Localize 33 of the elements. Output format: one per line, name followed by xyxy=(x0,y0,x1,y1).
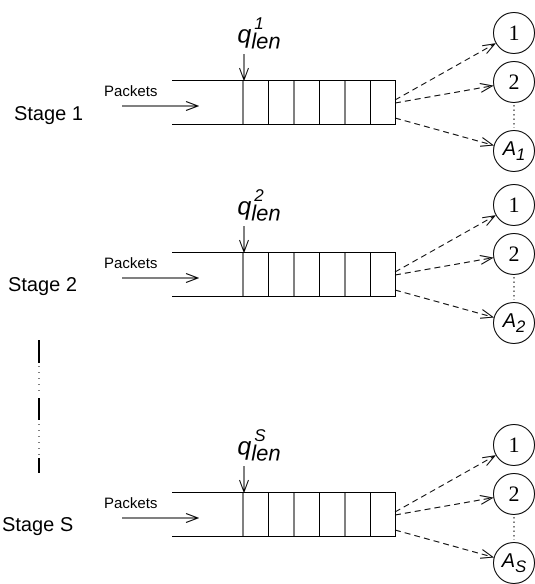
queue-buffer: A$_{S}$ xyxy=(493,542,535,584)
server-circle: 1 xyxy=(493,424,535,466)
queue-buffer: 2 xyxy=(493,233,535,275)
server-circle: A$_{1}$ xyxy=(493,130,535,172)
arrow xyxy=(394,43,496,100)
queue-buffer: 1 xyxy=(493,12,535,54)
arrow xyxy=(394,290,494,319)
arrow xyxy=(394,118,494,147)
arrow xyxy=(122,513,198,523)
edge-label: Packets xyxy=(104,496,158,511)
arrow xyxy=(394,494,493,516)
server-circle: 2 xyxy=(493,61,535,103)
stage-label: Stage S xyxy=(2,514,74,537)
arrow xyxy=(394,530,494,559)
server-circle xyxy=(172,80,396,125)
server-circle xyxy=(172,492,396,537)
arrow xyxy=(122,273,198,283)
edge-label: Packets xyxy=(104,256,158,271)
arrow xyxy=(239,54,249,80)
arrow xyxy=(239,226,249,252)
edge-label: Packets xyxy=(104,84,158,99)
server-circle xyxy=(172,252,396,297)
arrow xyxy=(394,455,496,512)
server-circle: A$_{2}$ xyxy=(493,302,535,344)
arrow xyxy=(239,466,249,492)
arrow xyxy=(122,101,198,111)
server-circle: 2 xyxy=(493,473,535,515)
stage-label: Stage 1 xyxy=(14,103,83,126)
server-circle: 1 xyxy=(493,184,535,226)
arrow xyxy=(394,215,496,272)
arrow xyxy=(394,254,493,276)
arrow xyxy=(394,82,493,104)
stage-label: Stage 2 xyxy=(8,274,77,297)
